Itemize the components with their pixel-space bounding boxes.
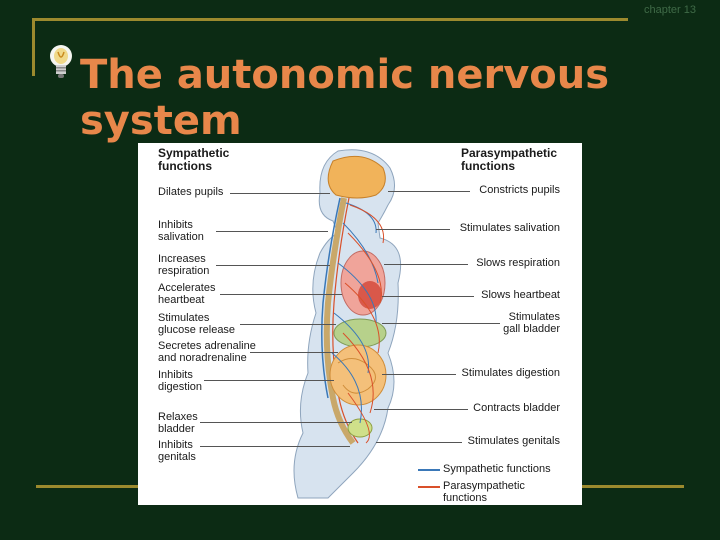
human-body-illustration [293, 149, 402, 499]
leader-line [384, 264, 468, 265]
sym-label-digestion: Inhibits digestion [158, 369, 203, 393]
sympathetic-header: Sympathetic functions [158, 146, 230, 173]
leader-line [200, 446, 350, 447]
chapter-label: chapter 13 [644, 4, 696, 16]
legend-sympathetic-swatch [418, 469, 440, 471]
para-label-gallbladder: Stimulates gall bladder [503, 311, 560, 335]
lightbulb-icon [49, 44, 73, 85]
leader-line [374, 409, 468, 410]
leader-line [240, 324, 336, 325]
para-label-bladder: Contracts bladder [473, 402, 560, 414]
para-label-heartbeat: Slows heartbeat [481, 289, 560, 301]
leader-line [376, 229, 450, 230]
slide-title: The autonomic nervous system [80, 52, 610, 144]
leader-line [376, 442, 462, 443]
sym-label-adrenaline: Secretes adrenaline and noradrenaline [158, 340, 256, 364]
leader-line [382, 374, 456, 375]
leader-line [200, 422, 352, 423]
nervous-system-diagram: Sympathetic functions Parasympathetic fu… [138, 143, 582, 505]
frame-vertical-rule [32, 18, 35, 76]
sym-label-genitals: Inhibits genitals [158, 439, 196, 463]
leader-line [216, 265, 330, 266]
leader-line [382, 296, 474, 297]
sym-label-pupils: Dilates pupils [158, 186, 224, 198]
leader-line [382, 323, 500, 324]
leader-line [220, 294, 342, 295]
para-label-genitals: Stimulates genitals [467, 435, 560, 447]
leader-line [216, 231, 328, 232]
legend-sympathetic-label: Sympathetic functions [443, 463, 551, 475]
para-label-salivation: Stimulates salivation [459, 222, 560, 234]
sym-label-salivation: Inhibits salivation [158, 219, 204, 243]
frame-horizontal-rule [32, 18, 628, 21]
sym-label-heartbeat: Accelerates heartbeat [158, 282, 216, 306]
leader-line [250, 352, 338, 353]
sym-label-glucose: Stimulates glucose release [158, 312, 236, 336]
para-label-pupils: Constricts pupils [479, 184, 560, 196]
sym-label-respiration: Increases respiration [158, 253, 210, 277]
leader-line [388, 191, 470, 192]
para-label-digestion: Stimulates digestion [461, 367, 560, 379]
parasympathetic-header: Parasympathetic functions [461, 146, 558, 173]
para-label-respiration: Slows respiration [476, 257, 560, 269]
legend-parasympathetic-label: Parasympathetic functions [443, 480, 525, 504]
legend-parasympathetic-swatch [418, 486, 440, 488]
leader-line [204, 380, 334, 381]
leader-line [230, 193, 330, 194]
sym-label-bladder: Relaxes bladder [158, 411, 198, 435]
